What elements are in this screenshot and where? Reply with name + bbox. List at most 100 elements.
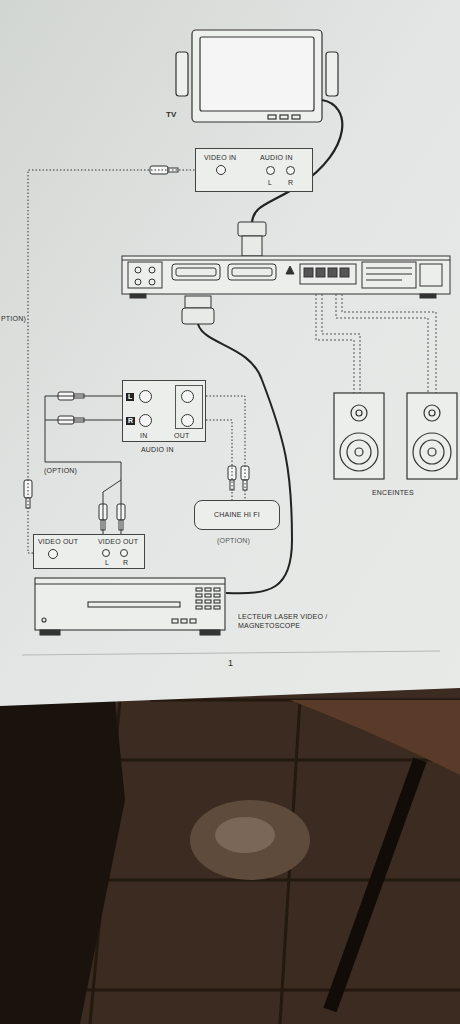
page-number: 1 [228,659,233,668]
speaker-part [428,448,436,456]
amplifier-part [366,280,402,281]
scart-cable-vcr [182,296,292,593]
video-player-part [196,600,202,603]
rca-jack [216,165,226,175]
amplifier-part [135,279,141,285]
tv-set-part [292,115,300,119]
speaker-part [351,405,367,421]
speaker-part [340,433,378,471]
audio-video-cable [45,396,122,534]
speaker-wires-part [336,294,428,393]
paper-sheet-part [0,0,460,706]
floor-part [190,800,310,880]
video-player-part [196,606,202,609]
video-player-part [88,602,180,607]
option-note: PTION) [1,314,26,323]
video-player-part [205,600,211,603]
amplifier-part [122,256,450,294]
input-panel: VIDEO INAUDIO INLR [195,148,313,192]
rca-plug [24,166,249,530]
amplifier-part [420,294,436,298]
amplifier-part [420,264,442,286]
amplifier-part [232,268,272,276]
tv-set [176,30,338,122]
amplifier-part [328,268,337,277]
speaker-part [420,440,444,464]
tv-set-part [192,30,322,122]
floor-part [0,700,460,1024]
video-player-part [172,619,178,623]
rca-jack [286,166,295,175]
scart-cable-vcr-part [185,296,211,308]
video-player-part [214,588,220,591]
tv-set-part [280,115,288,119]
port-label: R [123,559,128,567]
rca-plug-part [243,480,247,490]
speaker-wires-part [316,294,354,393]
amplifier-part [135,267,141,273]
audio-video-cable [206,396,245,500]
video-player-part [200,630,220,635]
amplifier-part [362,262,416,288]
hifi-box: CHAINE HI FI(OPTION) [194,500,280,530]
channel-tag: L [126,393,134,401]
amplifier-part [366,268,412,269]
rca-jack [139,414,152,427]
video-player-part [214,600,220,603]
rca-jack [266,166,275,175]
tv-set-part [176,52,188,96]
port-label: VIDEO OUT [38,538,78,546]
amplifier-part [149,267,155,273]
paper-sheet-part [22,651,440,655]
audio-video-cable [28,170,195,553]
video-player-part [42,618,46,622]
floor-part [330,760,420,1010]
rca-jack [102,549,110,557]
video-player-part [205,606,211,609]
video-player-part [205,594,211,597]
video-player-part [40,630,60,635]
video-player-part [205,588,211,591]
video-player-part [196,594,202,597]
video-out-panel: VIDEO OUTVIDEO OUTLR [33,534,145,569]
video-player-part [35,578,225,630]
amplifier [122,256,450,298]
rca-jack [48,549,58,559]
speaker-part [356,410,362,416]
floor-part [0,700,125,1024]
video-player-part [35,583,225,584]
tv-set-part [200,37,314,111]
video-player-part [181,619,187,623]
audio-in-box: LRINOUTAUDIO IN [122,380,206,442]
paper-sheet [0,0,460,706]
scart-cable-vcr-part [198,324,292,593]
scart-cable-tv-part [238,222,266,236]
video-player-part [214,606,220,609]
tv-set-part [326,52,338,96]
speaker-part [347,440,371,464]
amplifier-part [300,264,356,284]
speaker-wires [316,294,436,393]
port-label: CHAINE HI FI [214,511,260,519]
amplifier-part [366,274,412,275]
scart-cable-tv-part [242,236,262,256]
port-label: IN [140,432,147,440]
scart-cable-vcr-part [182,308,214,324]
amplifier-part [340,268,349,277]
device-label: TV [166,110,177,119]
speaker-part [355,448,363,456]
amplifier-part [149,279,155,285]
port-label: L [268,179,272,187]
port-label: (OPTION) [217,537,250,545]
speaker-part [407,393,457,479]
rca-jack [139,390,152,403]
speaker-part [413,433,451,471]
port-label: L [105,559,109,567]
amplifier-part [286,266,294,274]
speaker-wires-part [342,294,436,393]
rca-jack [120,549,128,557]
speaker-part [424,405,440,421]
speaker [334,393,457,479]
